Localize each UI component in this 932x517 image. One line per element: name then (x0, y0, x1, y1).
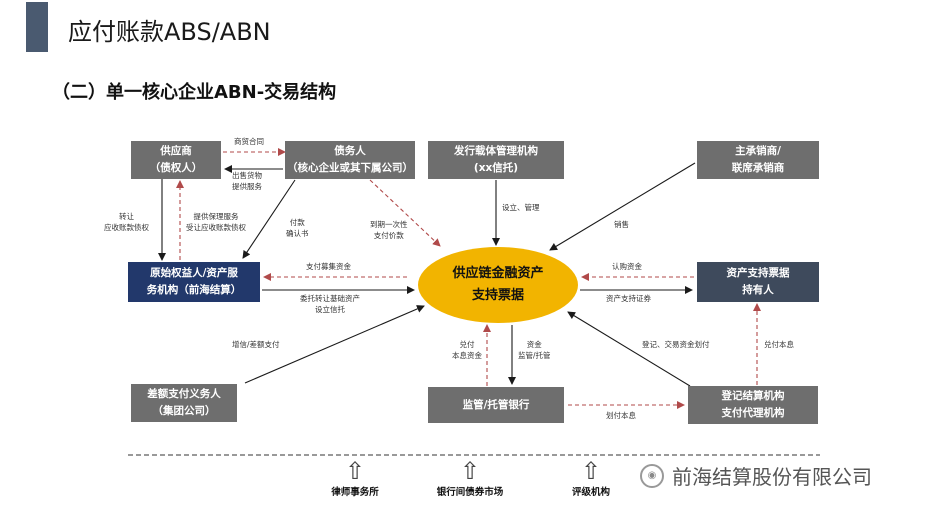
label-registration: 登记、交易资金划付 (642, 340, 710, 349)
title-accent-bar (26, 2, 48, 52)
section-title: （二）单一核心企业ABN-交易结构 (52, 82, 337, 103)
underwriter-box: 主承销商/联席承销商 (697, 141, 819, 179)
wechat-logo-icon: ◉ (640, 463, 664, 488)
label-transfer-receivables: 转让应收账款债权 (104, 212, 149, 232)
issuer-manager-box: 发行载体管理机构(xx信托) (428, 141, 564, 179)
up-arrow-icon: ⇧ (459, 457, 481, 485)
arrow-debtor-to-core (369, 179, 441, 247)
label-funds-supervision: 资金监管/托管 (518, 340, 551, 360)
label-cash-principal-interest: 兑付本息资金 (452, 340, 482, 360)
arrow-guarantor-to-core (244, 305, 425, 384)
label-cash-principal: 兑付本息 (764, 340, 794, 349)
label-payment-confirmation: 付款确认书 (286, 218, 309, 238)
supplier-box: 供应商（债权人） (131, 141, 221, 179)
arrow-debtor-to-originator (242, 179, 296, 259)
label-establish-manage: 设立、管理 (502, 203, 540, 212)
label-payment-raised: 支付募集资金 (306, 262, 351, 271)
label-factoring-service: 提供保理服务受让应收账款债权 (186, 212, 246, 232)
originator-box: 原始权益人/资产服务机构（前海结算） (128, 262, 260, 302)
reference-rating-agency: ⇧ 评级机构 (546, 458, 636, 498)
label-guarantee-payment: 增信/差额支付 (232, 340, 280, 349)
arrow-underwriter-to-core (549, 162, 696, 251)
reference-law-firm: ⇧ 律师事务所 (310, 458, 400, 498)
label-one-time-payment: 到期一次性支付价款 (370, 220, 408, 240)
label-abn-product: 资产支持证券 (606, 294, 651, 303)
custodian-box: 监管/托管银行 (428, 387, 564, 423)
label-entrust-transfer: 委托转让基础资产设立信托 (300, 294, 360, 314)
debtor-box: 债务人（核心企业或其下属公司） (285, 141, 415, 179)
abn-core-ellipse: 供应链金融资产支持票据 (418, 247, 578, 323)
label-sales: 销售 (614, 220, 629, 229)
up-arrow-icon: ⇧ (580, 457, 602, 485)
label-trade-contract: 商贸合同 (234, 137, 264, 146)
registrar-box: 登记结算机构支付代理机构 (688, 386, 818, 424)
label-subscription: 认购资金 (612, 262, 642, 271)
watermark: ◉ 前海结算股份有限公司 (640, 461, 872, 490)
guarantor-box: 差额支付义务人（集团公司） (131, 384, 237, 422)
label-transfer-principal: 划付本息 (606, 411, 636, 420)
page-title: 应付账款ABS/ABN (68, 18, 271, 46)
arrow-registrar-to-core (567, 311, 691, 387)
holders-box: 资产支持票据持有人 (697, 262, 819, 302)
label-goods-services: 出售货物提供服务 (232, 171, 262, 191)
reference-bond-market: ⇧ 银行间债券市场 (420, 458, 520, 498)
up-arrow-icon: ⇧ (344, 457, 366, 485)
